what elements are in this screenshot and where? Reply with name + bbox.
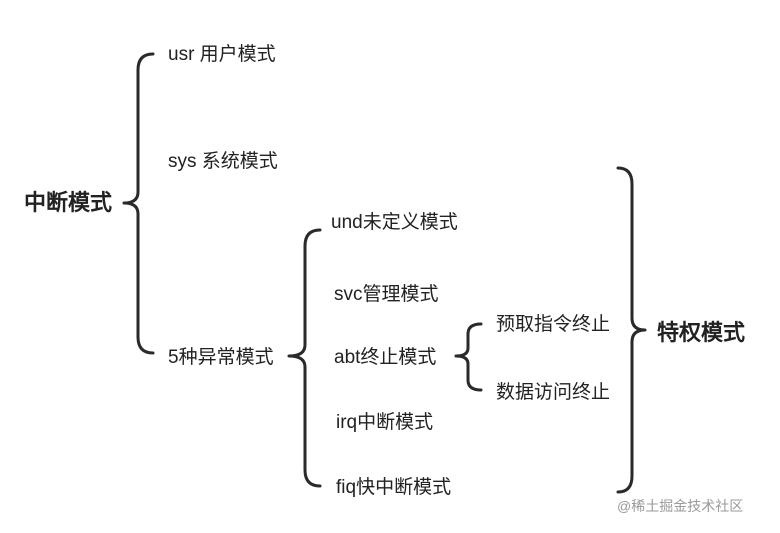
und-mode-label: und未定义模式	[331, 212, 458, 233]
root-label: 中断模式	[24, 190, 113, 215]
irq-mode-label: irq中断模式	[336, 412, 434, 433]
abt-brace	[454, 322, 483, 392]
fiq-mode-label: fiq快中断模式	[336, 477, 452, 498]
privileged-modes-label: 特权模式	[657, 320, 746, 345]
privileged-brace	[616, 166, 647, 494]
usr-mode-label: usr 用户模式	[168, 44, 276, 65]
exception-modes-label: 5种异常模式	[168, 347, 274, 368]
root-brace	[122, 52, 155, 355]
prefetch-abort-label: 预取指令终止	[496, 314, 611, 335]
sys-mode-label: sys 系统模式	[168, 151, 278, 172]
exception-brace	[287, 228, 322, 488]
svc-mode-label: svc管理模式	[334, 284, 439, 305]
data-abort-label: 数据访问终止	[496, 382, 611, 403]
abt-mode-label: abt终止模式	[334, 347, 437, 368]
watermark: @稀土掘金技术社区	[617, 498, 744, 514]
